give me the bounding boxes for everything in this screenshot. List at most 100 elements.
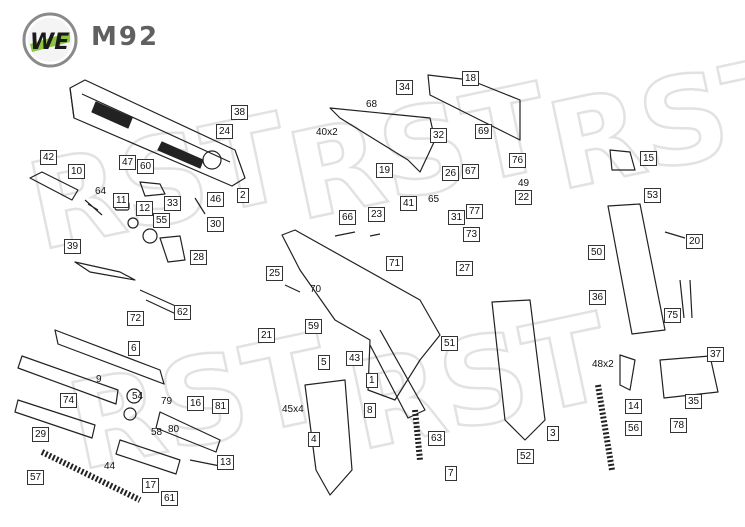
part-label-33[interactable]: 33 [164,196,182,211]
part-label-4[interactable]: 4 [308,432,320,447]
part-label-41[interactable]: 41 [400,196,418,211]
part-label-77[interactable]: 77 [466,204,484,219]
part-label-49[interactable]: 49 [518,178,530,189]
part-label-37[interactable]: 37 [707,347,725,362]
part-label-28[interactable]: 28 [190,250,208,265]
part-label-26[interactable]: 26 [442,166,460,181]
part-label-81[interactable]: 81 [212,399,230,414]
part-label-63[interactable]: 63 [428,431,446,446]
part-label-71[interactable]: 71 [386,256,404,271]
part-label-10[interactable]: 10 [68,164,86,179]
part-label-39[interactable]: 39 [64,239,82,254]
part-40-qty: x2 [327,127,338,138]
part-label-45[interactable]: 45x4 [282,403,304,416]
part-label-18[interactable]: 18 [462,71,480,86]
part-label-25[interactable]: 25 [266,266,284,281]
part-48-qty: x2 [603,359,614,370]
part-label-38[interactable]: 38 [231,105,249,120]
part-label-7[interactable]: 7 [445,466,457,481]
part-label-16[interactable]: 16 [187,396,205,411]
part-45-number: 45 [282,404,294,415]
part-label-57[interactable]: 57 [27,470,45,485]
part-label-54[interactable]: 54 [132,391,144,402]
part-label-29[interactable]: 29 [32,427,50,442]
nozzle-group [115,411,221,475]
part-label-23[interactable]: 23 [368,207,386,222]
part-label-15[interactable]: 15 [640,151,658,166]
brand-logo: WE [22,12,78,68]
part-label-13[interactable]: 13 [217,455,235,470]
mag-catch-spring [412,409,423,461]
part-label-66[interactable]: 66 [339,210,357,225]
part-label-79[interactable]: 79 [161,396,173,407]
barrel-group [29,171,206,263]
part-label-8[interactable]: 8 [364,403,376,418]
part-label-12[interactable]: 12 [136,201,154,216]
part-label-11[interactable]: 11 [113,193,130,208]
part-label-36[interactable]: 36 [589,290,607,305]
part-label-34[interactable]: 34 [396,80,414,95]
part-label-48[interactable]: 48x2 [592,358,614,371]
part-label-68[interactable]: 68 [366,99,378,110]
part-label-30[interactable]: 30 [207,217,225,232]
outer-barrels [14,329,165,439]
part-label-27[interactable]: 27 [456,261,474,276]
part-label-60[interactable]: 60 [137,159,155,174]
part-label-3[interactable]: 3 [547,426,559,441]
part-label-14[interactable]: 14 [625,399,643,414]
magazine-group [595,149,719,471]
slide-part [69,79,246,187]
part-label-62[interactable]: 62 [174,305,192,320]
part-label-65[interactable]: 65 [428,194,440,205]
part-label-43[interactable]: 43 [346,351,364,366]
part-label-56[interactable]: 56 [625,421,643,436]
part-label-76[interactable]: 76 [509,153,527,168]
part-label-67[interactable]: 67 [462,164,480,179]
part-label-31[interactable]: 31 [448,210,466,225]
model-title: M92 [91,22,160,52]
part-label-6[interactable]: 6 [128,341,140,356]
part-label-20[interactable]: 20 [686,234,704,249]
part-label-24[interactable]: 24 [216,124,234,139]
part-label-2[interactable]: 2 [237,188,249,203]
part-label-22[interactable]: 22 [515,190,533,205]
recoil-spring [40,449,142,503]
part-label-58[interactable]: 58 [151,427,163,438]
part-label-9[interactable]: 9 [96,374,102,385]
part-label-72[interactable]: 72 [127,311,145,326]
logo-text: WE [30,30,69,55]
part-label-75[interactable]: 75 [664,308,682,323]
part-label-59[interactable]: 59 [305,319,323,334]
part-label-17[interactable]: 17 [142,478,160,493]
part-label-42[interactable]: 42 [40,150,58,165]
part-45-qty: x4 [293,404,304,415]
part-label-5[interactable]: 5 [318,355,330,370]
part-label-69[interactable]: 69 [475,124,493,139]
part-label-64[interactable]: 64 [95,186,107,197]
right-grip [491,299,546,441]
guide-rail [74,261,181,315]
part-label-70[interactable]: 70 [310,284,322,295]
part-label-47[interactable]: 47 [119,155,137,170]
part-label-55[interactable]: 55 [153,213,171,228]
part-label-35[interactable]: 35 [685,394,703,409]
part-label-52[interactable]: 52 [517,449,535,464]
left-grip [304,379,353,496]
part-label-50[interactable]: 50 [588,245,606,260]
part-label-46[interactable]: 46 [207,192,225,207]
part-label-1[interactable]: 1 [366,373,378,388]
part-label-51[interactable]: 51 [441,336,459,351]
part-label-21[interactable]: 21 [258,328,276,343]
part-label-40[interactable]: 40x2 [316,126,338,139]
part-label-19[interactable]: 19 [376,163,394,178]
part-label-73[interactable]: 73 [463,227,481,242]
part-label-32[interactable]: 32 [430,128,448,143]
part-label-61[interactable]: 61 [161,491,179,506]
part-label-44[interactable]: 44 [104,461,116,472]
part-label-78[interactable]: 78 [670,418,688,433]
part-label-53[interactable]: 53 [644,188,662,203]
part-label-74[interactable]: 74 [60,393,78,408]
part-label-80[interactable]: 80 [168,424,180,435]
